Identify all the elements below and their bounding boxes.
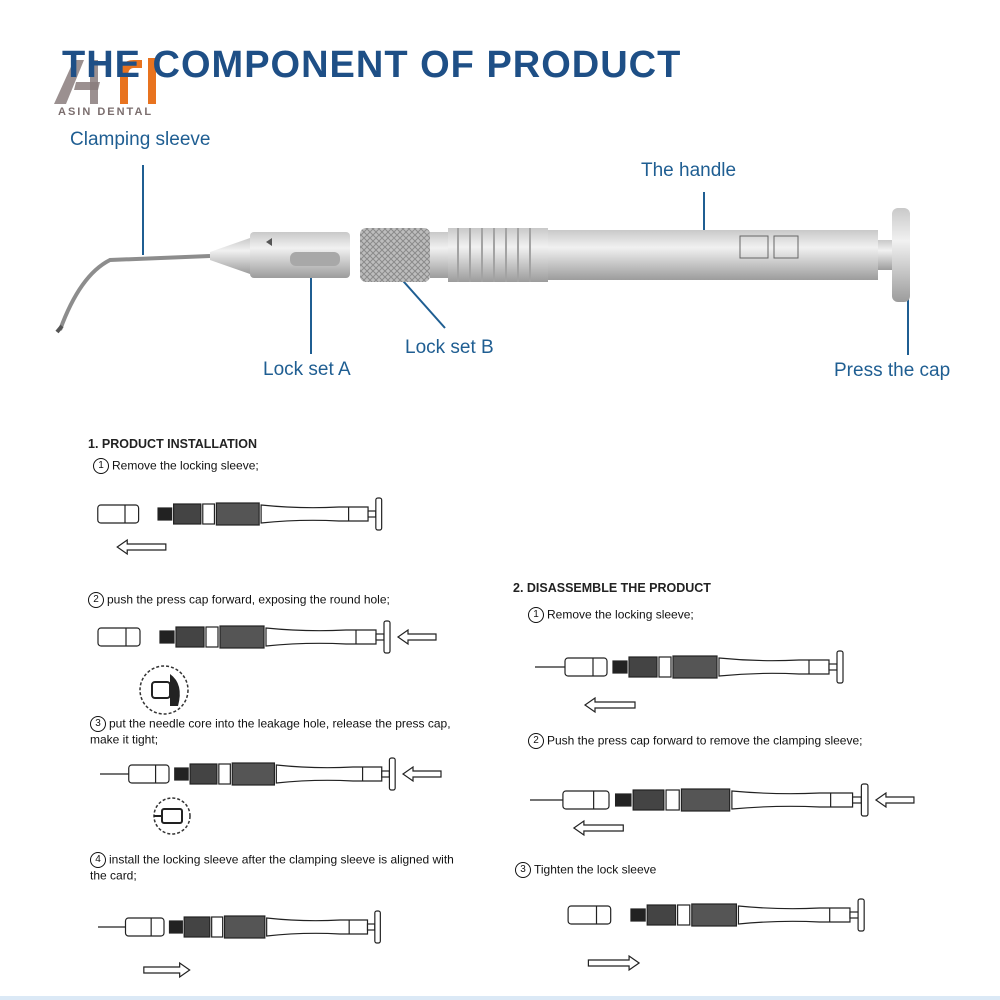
detail-circle-icon — [139, 665, 189, 715]
tool-diagram — [567, 898, 865, 972]
callout-lock-a: Lock set A — [263, 359, 351, 380]
tool-diagram — [100, 757, 442, 791]
callout-lock-b: Lock set B — [405, 337, 494, 358]
logo-mark-icon — [54, 58, 156, 104]
disassemble-title: 2. DISASSEMBLE THE PRODUCT — [513, 581, 711, 595]
tool-diagram — [98, 910, 381, 979]
step-text: Tighten the lock sleeve — [534, 862, 657, 877]
leader-line-press-cap — [907, 283, 909, 355]
page-title: THE COMPONENT OF PRODUCT — [62, 44, 682, 86]
bottom-rule — [0, 996, 1000, 1000]
leader-line-clamping — [142, 165, 144, 255]
callout-handle: The handle — [641, 160, 737, 181]
step-number: 1 — [528, 607, 544, 623]
step-number: 4 — [90, 852, 106, 868]
step-text: Push the press cap forward to remove the… — [547, 733, 863, 748]
step-text: Remove the locking sleeve; — [112, 458, 259, 473]
install-diagram-3 — [100, 752, 445, 792]
tool-diagram — [97, 620, 437, 654]
step-number: 3 — [90, 716, 106, 732]
step-text: put the needle core into the leakage hol… — [90, 716, 451, 747]
step-text: Remove the locking sleeve; — [547, 607, 694, 622]
leader-line-lock-a — [310, 270, 312, 354]
step-text: install the locking sleeve after the cla… — [90, 852, 454, 883]
step-number: 2 — [528, 733, 544, 749]
disassemble-diagram-3 — [560, 893, 925, 973]
install-diagram-4 — [98, 905, 428, 980]
callout-press-cap: Press the cap — [834, 360, 951, 381]
tool-diagram — [535, 650, 844, 714]
dental-tool-illustration — [55, 208, 910, 334]
tool-diagram — [97, 497, 383, 556]
disassemble-diagram-1 — [535, 645, 895, 715]
install-diagram-2 — [90, 615, 450, 660]
install-diagram-1 — [90, 492, 440, 557]
tool-diagram — [530, 783, 915, 837]
step-number: 2 — [88, 592, 104, 608]
step-text: push the press cap forward, exposing the… — [107, 592, 390, 607]
step-number: 1 — [93, 458, 109, 474]
detail-circle-icon — [153, 797, 191, 835]
logo-text: ASIN DENTAL — [58, 106, 154, 118]
step-number: 3 — [515, 862, 531, 878]
callout-clamping-sleeve: Clamping sleeve — [70, 129, 211, 150]
leader-line-handle — [703, 192, 705, 242]
installation-title: 1. PRODUCT INSTALLATION — [88, 437, 257, 451]
disassemble-diagram-2 — [530, 778, 925, 838]
